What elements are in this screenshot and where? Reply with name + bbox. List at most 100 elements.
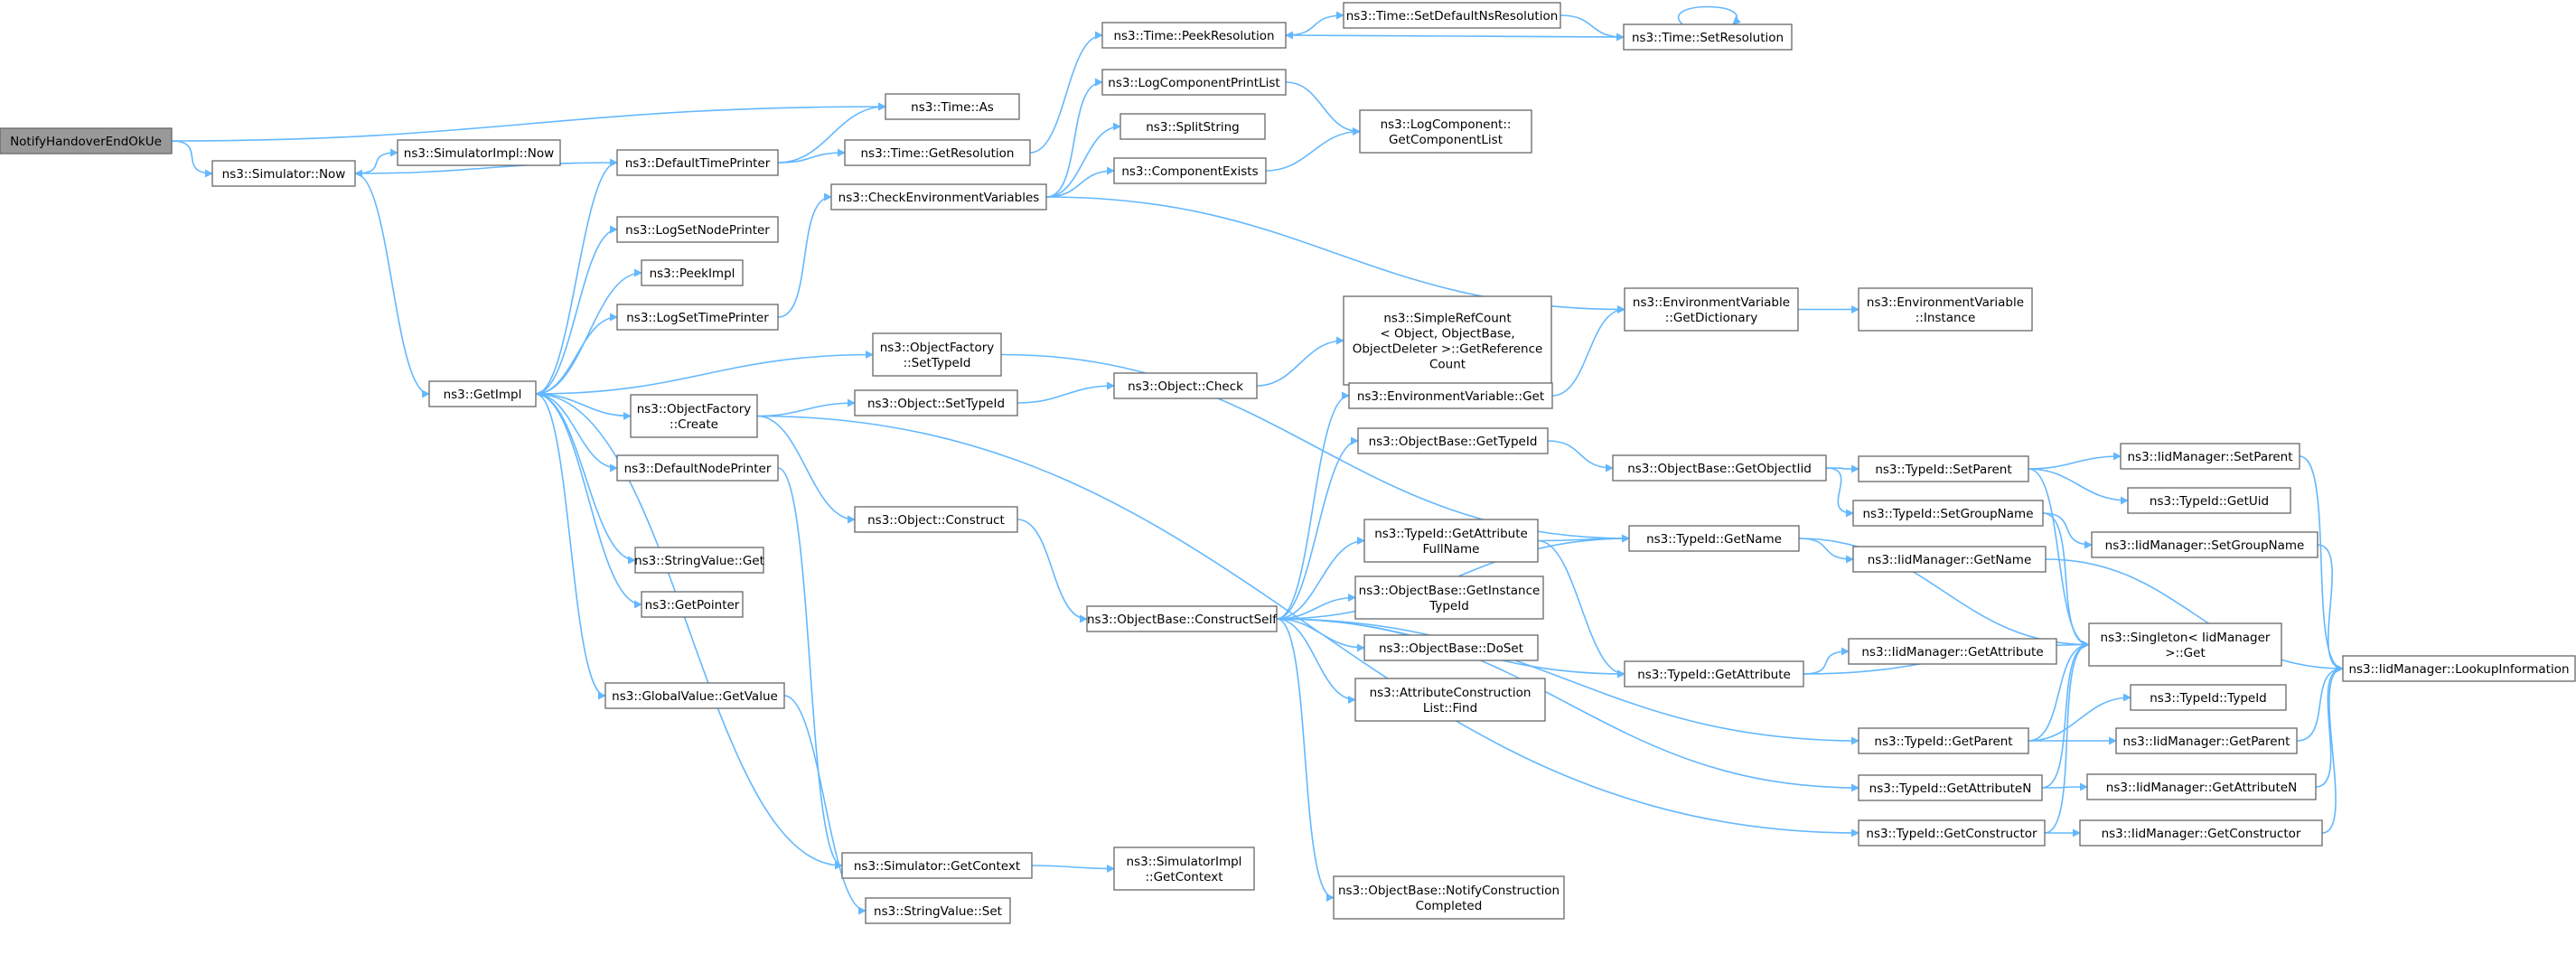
node-imgetctor[interactable]: ns3::IidManager::GetConstructor (2079, 819, 2323, 847)
node-gvget[interactable]: ns3::GlobalValue::GetValue (604, 682, 785, 709)
edge-tidsetgroup-to-imsetgroup (2042, 512, 2093, 549)
node-label: ns3::DefaultNodePrinter (624, 462, 772, 476)
node-label: ns3::Time::SetResolution (1632, 31, 1784, 45)
node-tidsetgroup[interactable]: ns3::TypeId::SetGroupName (1852, 500, 2044, 527)
node-envinst[interactable]: ns3::EnvironmentVariable::Instance (1858, 287, 2033, 332)
edge-now-to-getimpl (354, 173, 430, 398)
node-label: ns3::IidManager::GetParent (2123, 734, 2290, 749)
node-setdef[interactable]: ns3::Time::SetDefaultNsResolution (1343, 2, 1561, 29)
edge-tidgafn-to-tidgetname (1537, 534, 1630, 543)
node-imlookup[interactable]: ns3::IidManager::LookupInformation (2342, 655, 2576, 682)
node-tidgetparent[interactable]: ns3::TypeId::GetParent (1858, 727, 2029, 754)
node-dnp[interactable]: ns3::DefaultNodePrinter (616, 454, 779, 482)
node-checkenv[interactable]: ns3::CheckEnvironmentVariables (830, 183, 1047, 211)
node-setres[interactable]: ns3::Time::SetResolution (1623, 23, 1793, 51)
node-label: ns3::SimulatorImpl (1127, 855, 1242, 869)
node-peekres[interactable]: ns3::Time::PeekResolution (1101, 22, 1287, 49)
node-tidgetattr[interactable]: ns3::TypeId::GetAttribute (1624, 660, 1804, 688)
edge-getimpl-to-dtp (535, 158, 618, 395)
node-logcomp[interactable]: ns3::LogComponent::GetComponentList (1359, 109, 1532, 154)
edge-imgetparent-to-imlookup (2296, 664, 2344, 742)
node-strget[interactable]: ns3::StringValue::Get (634, 547, 764, 574)
node-envget[interactable]: ns3::EnvironmentVariable::Get (1348, 382, 1553, 409)
node-obdoset[interactable]: ns3::ObjectBase::DoSet (1363, 634, 1539, 661)
node-label: ns3::TypeId::GetAttribute (1374, 527, 1528, 541)
node-label: ns3::ObjectBase::NotifyConstruction (1338, 884, 1560, 898)
node-box (1086, 605, 1278, 632)
node-box (2130, 684, 2287, 711)
node-box (2086, 773, 2317, 800)
edge-dtp-to-now (354, 162, 618, 178)
edge-getres-to-peekres (1029, 31, 1103, 154)
node-imgetparent[interactable]: ns3::IidManager::GetParent (2115, 727, 2298, 754)
node-ofcreate[interactable]: ns3::ObjectFactory::Create (630, 394, 758, 438)
node-label: ns3::EnvironmentVariable (1867, 295, 2024, 310)
node-singleton[interactable]: ns3::Singleton< IidManager>::Get (2088, 622, 2282, 667)
node-imsetgroup[interactable]: ns3::IidManager::SetGroupName (2091, 531, 2318, 558)
node-imsetparent[interactable]: ns3::IidManager::SetParent (2120, 443, 2300, 470)
node-box (2342, 655, 2576, 682)
node-implnow[interactable]: ns3::SimulatorImpl::Now (397, 139, 561, 166)
node-tidgetctor[interactable]: ns3::TypeId::GetConstructor (1858, 819, 2046, 847)
node-lstp[interactable]: ns3::LogSetTimePrinter (616, 304, 779, 331)
node-getres[interactable]: ns3::Time::GetResolution (844, 139, 1031, 166)
node-peekimpl[interactable]: ns3::PeekImpl (641, 259, 744, 286)
node-srcget[interactable]: ns3::SimpleRefCount< Object, ObjectBase,… (1343, 295, 1552, 386)
node-objcheck[interactable]: ns3::Object::Check (1113, 372, 1258, 399)
node-box (2120, 443, 2300, 470)
node-label: ns3::GlobalValue::GetValue (612, 689, 778, 704)
node-getptr[interactable]: ns3::GetPointer (641, 591, 744, 618)
edge-root-to-timeas (171, 102, 886, 142)
node-dtp[interactable]: ns3::DefaultTimePrinter (616, 149, 779, 176)
node-now[interactable]: ns3::Simulator::Now (211, 160, 356, 187)
node-simctx[interactable]: ns3::Simulator::GetContext (841, 852, 1033, 879)
edge-simctx-to-getimpl (535, 389, 843, 866)
node-objsettid[interactable]: ns3::Object::SetTypeId (854, 389, 1018, 416)
node-obcs[interactable]: ns3::ObjectBase::ConstructSelf (1086, 605, 1278, 632)
node-obgettid[interactable]: ns3::ObjectBase::GetTypeId (1357, 427, 1549, 454)
node-strset[interactable]: ns3::StringValue::Set (865, 897, 1011, 924)
edge-peekres-to-setdef (1285, 11, 1344, 36)
node-label: ns3::Simulator::GetContext (854, 859, 1020, 874)
node-lsnp[interactable]: ns3::LogSetNodePrinter (616, 216, 779, 243)
edge-tidgetparent-to-tidtypeid (2028, 693, 2131, 742)
node-label: >::Get (2165, 646, 2205, 660)
node-box (1354, 678, 1546, 722)
node-implctx[interactable]: ns3::SimulatorImpl::GetContext (1113, 847, 1255, 891)
edge-tidgetctor-to-singleton (2044, 641, 2090, 834)
node-imgetname[interactable]: ns3::IidManager::GetName (1852, 546, 2047, 573)
node-label: ns3::IidManager::GetAttributeN (2106, 781, 2297, 795)
node-label: ns3::TypeId::GetAttribute (1637, 668, 1791, 682)
node-label: TypeId (1429, 599, 1469, 613)
node-tidgetuid[interactable]: ns3::TypeId::GetUid (2127, 487, 2291, 514)
edge-setres-to-peekres (1285, 31, 1625, 40)
node-ofsettid[interactable]: ns3::ObjectFactory::SetTypeId (872, 332, 1002, 377)
node-compex[interactable]: ns3::ComponentExists (1113, 157, 1267, 184)
node-logcpl[interactable]: ns3::LogComponentPrintList (1101, 69, 1287, 96)
node-tidsetparent[interactable]: ns3::TypeId::SetParent (1858, 455, 2029, 482)
node-imgetattrn[interactable]: ns3::IidManager::GetAttributeN (2086, 773, 2317, 800)
node-tidgetattrn[interactable]: ns3::TypeId::GetAttributeN (1858, 774, 2043, 801)
node-objconstruct[interactable]: ns3::Object::Construct (854, 506, 1018, 533)
node-box (616, 454, 779, 482)
node-envdict[interactable]: ns3::EnvironmentVariable::GetDictionary (1624, 287, 1799, 332)
node-imgetattr[interactable]: ns3::IidManager::GetAttribute (1848, 638, 2057, 665)
node-tidtypeid[interactable]: ns3::TypeId::TypeId (2130, 684, 2287, 711)
node-getimpl[interactable]: ns3::GetImpl (428, 380, 537, 407)
node-timeas[interactable]: ns3::Time::As (885, 93, 1020, 120)
node-box (830, 183, 1047, 211)
edge-setres-to-setres (1678, 5, 1741, 25)
node-tidgetname[interactable]: ns3::TypeId::GetName (1628, 525, 1800, 552)
node-obgoid[interactable]: ns3::ObjectBase::GetObjectIid (1612, 454, 1827, 482)
node-splitstr[interactable]: ns3::SplitString (1119, 113, 1266, 140)
node-box (1363, 519, 1539, 563)
node-label: ns3::CheckEnvironmentVariables (838, 191, 1040, 205)
node-obnotify[interactable]: ns3::ObjectBase::NotifyConstructionCompl… (1333, 875, 1565, 920)
node-label: < Object, ObjectBase, (1380, 327, 1514, 341)
node-label: Completed (1416, 899, 1483, 913)
node-root[interactable]: NotifyHandoverEndOkUe (0, 127, 173, 154)
edge-imgetctor-to-imlookup (2321, 664, 2344, 834)
